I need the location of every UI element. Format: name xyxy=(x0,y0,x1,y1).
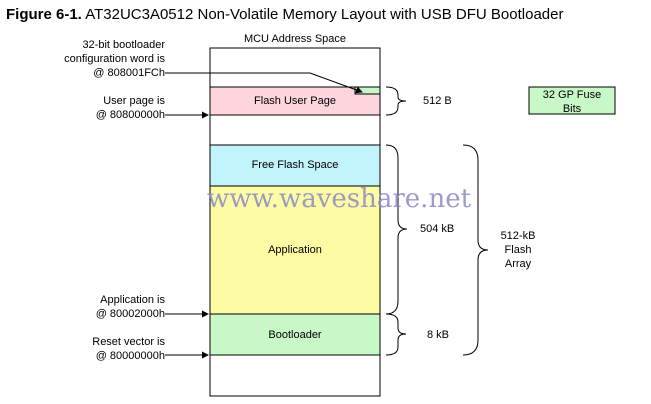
bootloader-label: Bootloader xyxy=(268,329,322,341)
config-word-line-3: @ 808001FCh xyxy=(93,67,165,79)
reset-vector-line-2: @ 80000000h xyxy=(95,350,165,362)
flash-array-line-2: Flash xyxy=(504,244,532,256)
user-page-size-label: 512 B xyxy=(423,95,452,107)
user-page-line-1: User page is xyxy=(103,95,165,107)
flash-array-label: 512-kB Flash Array xyxy=(490,229,546,271)
config-word-line-1: 32-bit bootloader xyxy=(82,39,165,51)
figure-caption: AT32UC3A0512 Non-Volatile Memory Layout … xyxy=(85,6,564,23)
reset-vector-line-1: Reset vector is xyxy=(92,336,165,348)
config-word-line-2: configuration word is xyxy=(64,53,165,65)
fuse-bits-line-2: Bits xyxy=(562,103,582,115)
free-flash-space-label: Free Flash Space xyxy=(251,159,339,171)
address-space-header: MCU Address Space xyxy=(243,33,347,45)
application-line-1: Application is xyxy=(100,294,165,306)
fuse-bits-line-1: 32 GP Fuse xyxy=(542,89,602,101)
config-word-address-label: 32-bit bootloader configuration word is … xyxy=(20,38,165,80)
user-page-brace xyxy=(385,86,407,116)
flash-array-brace xyxy=(462,144,489,356)
application-brace xyxy=(385,144,408,315)
region-application xyxy=(209,185,381,315)
fuse-bits-label: 32 GP Fuse Bits xyxy=(529,88,615,116)
fuse-bits-box xyxy=(528,86,616,115)
bootloader-size-label: 8 kB xyxy=(427,329,450,341)
region-flash-user-page xyxy=(209,86,381,116)
config-word-arrow xyxy=(165,72,363,94)
user-page-address-label: User page is @ 80800000h xyxy=(20,94,165,122)
reset-vector-address-label: Reset vector is @ 80000000h xyxy=(20,335,165,363)
bootloader-brace xyxy=(385,313,407,356)
flash-array-line-3: Array xyxy=(504,258,532,270)
application-line-2: @ 80002000h xyxy=(95,308,165,320)
config-word-cell xyxy=(354,86,381,95)
user-page-line-2: @ 80800000h xyxy=(95,109,165,121)
region-free-flash-space xyxy=(209,144,381,187)
flash-user-page-label: Flash User Page xyxy=(254,95,336,107)
flash-array-line-1: 512-kB xyxy=(500,230,536,242)
application-size-label: 504 kB xyxy=(420,223,455,235)
figure-title: Figure 6-1. AT32UC3A0512 Non-Volatile Me… xyxy=(6,6,563,23)
application-address-label: Application is @ 80002000h xyxy=(20,293,165,321)
watermark-text: www.waveshare.net xyxy=(207,184,472,214)
region-bootloader xyxy=(209,313,381,356)
application-label: Application xyxy=(268,244,322,256)
figure-number: Figure 6-1. xyxy=(6,6,82,23)
